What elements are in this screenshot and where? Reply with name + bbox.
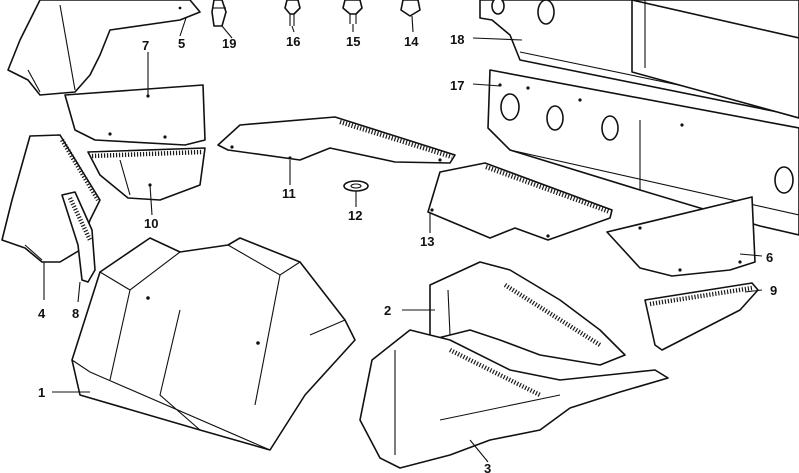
part-10-trim-felt: [87, 147, 206, 201]
callout-14: 14: [404, 34, 419, 49]
part-18-rear-wall: [479, 0, 799, 119]
callout-17: 17: [450, 78, 464, 93]
part-5-side-panel: [7, 0, 201, 96]
callouts: 5 19 16 15 14 18 17 7 10 11 12 13 6 9 2 …: [38, 32, 777, 473]
callout-18: 18: [450, 32, 464, 47]
callout-11: 11: [282, 186, 296, 201]
callout-13: 13: [420, 234, 434, 249]
part-17-rear-panel: [487, 69, 799, 236]
part-9-trim-strip: [644, 282, 759, 351]
part-2-wheel-arch-upper: [429, 261, 626, 366]
callout-3: 3: [484, 461, 491, 473]
callout-9: 9: [770, 283, 777, 298]
part-8-curved-strip: [61, 191, 96, 283]
part-6-trim-panel: [606, 196, 756, 277]
callout-8: 8: [72, 306, 79, 321]
callout-7: 7: [142, 38, 149, 53]
callout-15: 15: [346, 34, 360, 49]
callout-10: 10: [144, 216, 158, 231]
leader-lines: [43, 15, 763, 463]
callout-19: 19: [222, 36, 236, 51]
fastener-14: [400, 0, 421, 17]
callout-1: 1: [38, 385, 45, 400]
callout-5: 5: [178, 36, 185, 51]
part-12-grommet: [343, 180, 369, 192]
part-13-floor-mat: [427, 162, 613, 241]
part-3-wheel-arch-lower: [359, 329, 669, 469]
part-1-seat-insulation: [71, 237, 356, 451]
callout-6: 6: [766, 250, 773, 265]
part-11-floor-mat: [217, 116, 456, 164]
fastener-19: [211, 0, 227, 27]
part-7-flat-panel: [64, 84, 206, 146]
callout-16: 16: [286, 34, 300, 49]
fastener-16: [284, 0, 301, 26]
callout-4: 4: [38, 306, 46, 321]
fastener-15: [342, 0, 363, 24]
callout-2: 2: [384, 303, 391, 318]
callout-12: 12: [348, 208, 362, 223]
